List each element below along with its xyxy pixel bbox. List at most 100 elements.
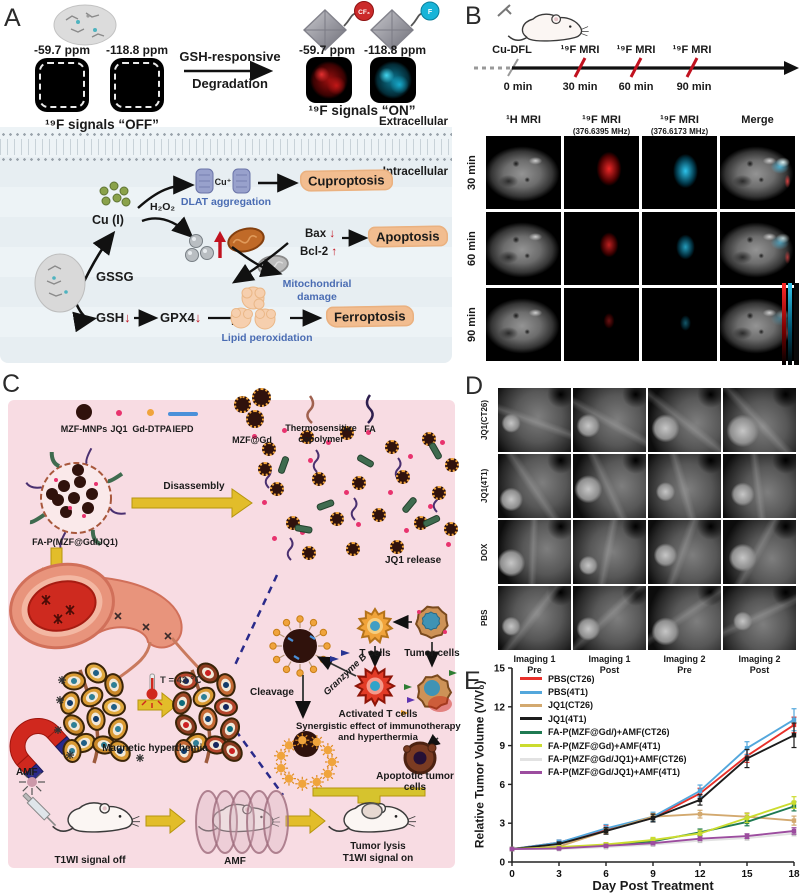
mri-cell: [648, 454, 721, 518]
jq1-dot: [404, 528, 409, 533]
col-label: Imaging 2: [738, 654, 781, 664]
mri-cell: [573, 520, 646, 584]
extracellular-label: Extracellular: [378, 116, 448, 128]
svg-text:0: 0: [499, 858, 505, 869]
mzf-gd-particle: [352, 476, 366, 490]
ppm-on-1: -59.7 ppm: [298, 43, 355, 57]
black-colorbar: [794, 283, 799, 365]
legend-label: PBS(4T1): [548, 687, 589, 698]
legend-item: PBS(4T1): [520, 685, 687, 698]
time-60: 60 min: [618, 81, 654, 93]
mri-cell: [723, 388, 796, 452]
hyperthermia-label: Magnetic hyperthemia: [102, 743, 208, 754]
legend-mzfgd: MZF@Gd: [232, 435, 272, 445]
mri-cell: [498, 520, 571, 584]
col-header: ¹H MRI: [506, 114, 541, 126]
legend-gd: Gd-DTPA: [132, 424, 172, 434]
col-label: Imaging 1: [513, 654, 556, 664]
mzf-gd-icon-2: [252, 388, 271, 407]
svg-text:12: 12: [694, 869, 706, 880]
mzf-gd-particle: [270, 482, 284, 496]
synergy-label-1: Synergistic effect of immunotherapy: [296, 721, 461, 732]
y-axis-label: Relative Tumor Volume (V/V₀): [472, 680, 487, 849]
mzf-gd-particle: [372, 508, 386, 522]
mri-cell: [723, 454, 796, 518]
panel-a-label: A: [4, 4, 21, 32]
ferroptosis-badge: Ferroptosis: [325, 305, 414, 328]
on-caption: ¹⁹F signals “ON”: [308, 103, 416, 118]
copolymer-rod: [315, 498, 336, 512]
mouse1-label: T1WI signal off: [54, 855, 126, 866]
mito-damage-label-1: Mitochondrial: [282, 278, 352, 290]
legend-swatch: [520, 744, 542, 748]
legend-label: FA-P(MZF@Gd/)+AMF(CT26): [548, 727, 670, 738]
legend-swatch: [520, 703, 542, 707]
activated-t-cells-label: Activated T cells: [338, 709, 418, 720]
svg-text:15: 15: [494, 664, 506, 675]
mzf-gd-particle: [302, 546, 316, 560]
legend-label: FA-P(MZF@Gd/JQ1)+AMF(CT26): [548, 754, 687, 765]
row-label: 60 min: [466, 231, 478, 266]
cu-i-label: Cu (I): [92, 213, 124, 227]
iepd-icon: [168, 412, 198, 416]
mzf-gd-particle: [390, 540, 404, 554]
jq1-dot: [388, 490, 393, 495]
legend-fa: FA: [364, 424, 376, 434]
mri-cell: [498, 388, 571, 452]
scatter-particles: [0, 370, 460, 896]
jq1-dot: [272, 536, 277, 541]
legend-label: FA-P(MZF@Gd)+AMF(4T1): [548, 740, 661, 751]
bcl2-label: Bcl-2 ↑: [300, 246, 338, 258]
mouse3-label-1: Tumor lysis: [350, 841, 406, 852]
legend-swatch: [520, 677, 542, 681]
mzf-gd-particle: [340, 426, 354, 440]
legend-item: FA-P(MZF@Gd)+AMF(4T1): [520, 739, 687, 752]
legend-swatch: [520, 770, 542, 774]
mri-cell: [720, 212, 795, 285]
synergy-label-2: and hyperthermia: [338, 732, 418, 743]
lipid-label: Lipid peroxidation: [221, 332, 313, 344]
f-signal-off-square-2: [110, 58, 164, 112]
jq1-dot: [326, 440, 331, 445]
col-label: Pre: [677, 665, 692, 675]
panel-c: C MZF-MNPs JQ1 Gd-DTPA IEPD MZF@Gd Therm…: [0, 370, 461, 896]
disassembly-label: Disassembly: [163, 481, 225, 492]
apoptotic-label-1: Apoptotic tumor: [376, 771, 454, 782]
magnet-amf-label: AMF: [16, 767, 38, 778]
col-label: Imaging 2: [663, 654, 706, 664]
mri-cell: [648, 520, 721, 584]
row-label: PBS: [480, 609, 489, 627]
col-header: ¹⁹F MRI: [582, 114, 621, 126]
f-signal-off-square-1: [35, 58, 89, 112]
panel-c-graphics: [9, 394, 457, 854]
apoptosis-badge: Apoptosis: [367, 225, 448, 248]
svg-text:15: 15: [741, 869, 753, 880]
panel-b: B Cu-DFL ¹⁹F MRI ¹⁹F MRI ¹⁹F MRI 0 min 3…: [460, 0, 802, 370]
jq1-dot: [408, 454, 413, 459]
copolymer-rod: [355, 453, 376, 469]
jq1-dot: [308, 458, 313, 463]
mzf-mnp-icon: [76, 404, 92, 420]
mri-cell: [564, 212, 639, 285]
copolymer-rod: [294, 523, 313, 535]
mri-cell: [573, 388, 646, 452]
f-tag: F: [428, 9, 433, 16]
membrane-inner-leaflet: [0, 155, 452, 164]
mzf-gd-icon-1: [234, 396, 251, 413]
panel-e-label: E: [464, 667, 481, 695]
mzf-gd-particle: [432, 486, 446, 500]
scan-label-2: ¹⁹F MRI: [616, 44, 656, 56]
time-0: 0 min: [503, 81, 533, 93]
mri-cell: [498, 586, 571, 650]
mri-cell: [564, 288, 639, 361]
legend-label: JQ1(CT26): [548, 700, 594, 711]
mito-damage-label-2: damage: [297, 291, 337, 303]
membrane-tails: [0, 139, 452, 155]
mri-cell: [486, 212, 561, 285]
red-colorbar: [782, 283, 786, 365]
scan-label-3: ¹⁹F MRI: [672, 44, 712, 56]
